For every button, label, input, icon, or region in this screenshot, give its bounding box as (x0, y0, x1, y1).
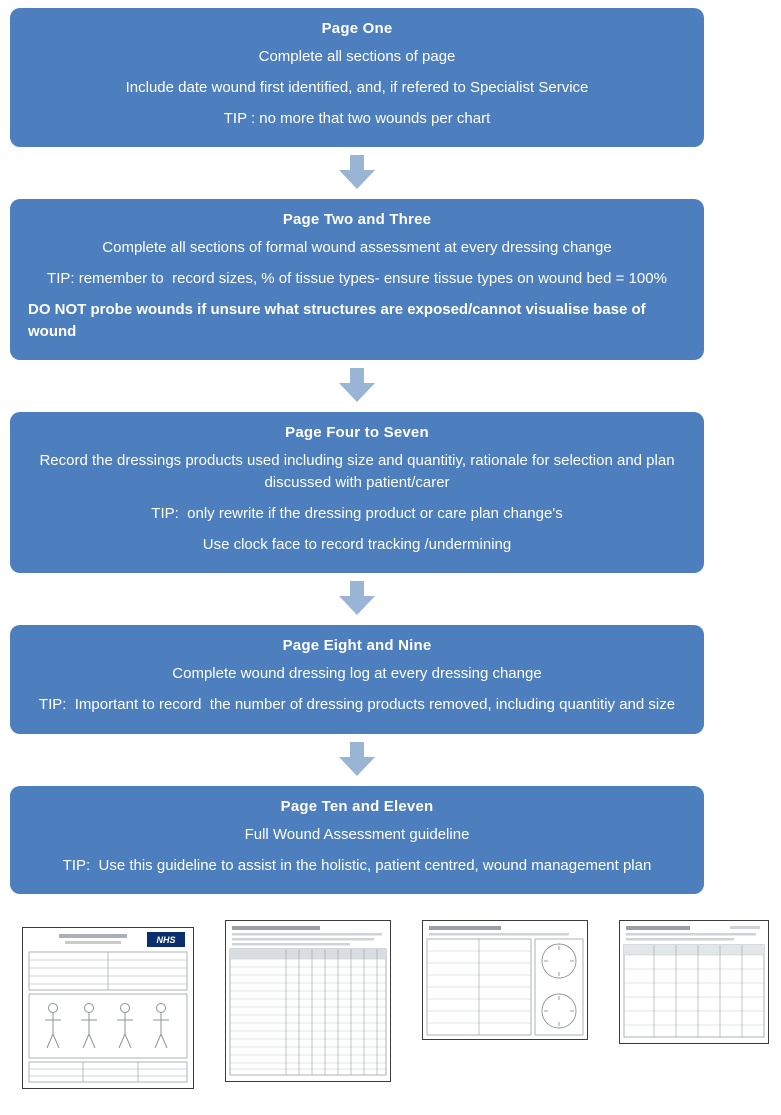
down-arrow-icon (339, 368, 375, 403)
box-title: Page Two and Three (282, 211, 432, 229)
flow-box-page-four-seven: Page Four to Seven Record the dressings … (10, 412, 704, 574)
thumbnail-dressing-plan-page (422, 920, 588, 1041)
box-title: Page Four to Seven (285, 424, 429, 442)
down-arrow-icon (339, 741, 375, 776)
flow-box-page-ten-eleven: Page Ten and Eleven Full Wound Assessmen… (10, 785, 704, 895)
box-line: Include date wound first identified, and… (125, 78, 589, 96)
assessment-grid-page-image (226, 921, 390, 1082)
flow-arrow-4 (0, 741, 714, 778)
flow-box-page-eight-nine: Page Eight and Nine Complete wound dress… (10, 625, 704, 734)
flowchart: Page One Complete all sections of page I… (0, 8, 714, 895)
box-line: Complete wound dressing log at every dre… (172, 665, 542, 683)
flow-arrow-3 (0, 581, 714, 617)
flow-arrow-1 (0, 155, 714, 191)
box-title: Page Eight and Nine (282, 637, 432, 655)
nhs-logo (147, 932, 185, 948)
flow-box-page-one: Page One Complete all sections of page I… (10, 8, 704, 148)
box-title: Page One (321, 20, 393, 37)
dressing-plan-page-image (423, 921, 587, 1040)
box-line: Full Wound Assessment guideline (244, 825, 470, 843)
box-line: TIP: only rewrite if the dressing produc… (151, 504, 563, 522)
box-line: TIP: Important to record the number of d… (38, 696, 676, 713)
box-title: Page Ten and Eleven (280, 797, 434, 815)
box-line: TIP: Use this guideline to assist in the… (62, 856, 652, 874)
box-line: Complete all sections of page (258, 48, 456, 65)
assessment-front-page-image: NHS (23, 928, 193, 1089)
down-arrow-icon (339, 155, 375, 190)
thumbnail-assessment-grid-page (225, 920, 391, 1083)
thumbnail-assessment-front-page: NHS (22, 927, 194, 1090)
clock-face-icons (541, 943, 577, 1029)
box-line: TIP : no more that two wounds per chart (223, 109, 491, 127)
box-line: Use clock face to record tracking /under… (202, 535, 512, 553)
box-line: TIP: remember to record sizes, % of tiss… (47, 270, 667, 287)
dressing-log-page-image (620, 921, 768, 1044)
box-line: Record the dressings products used inclu… (39, 452, 679, 491)
flow-arrow-2 (0, 368, 714, 404)
form-thumbnails-row: NHS (22, 920, 781, 1090)
body-map-figures (45, 1003, 169, 1049)
nhs-logo-text: NHS (156, 935, 175, 945)
box-line: Complete all sections of formal wound as… (102, 239, 612, 257)
thumbnail-dressing-log-page (619, 920, 769, 1045)
flow-box-page-two-three: Page Two and Three Complete all sections… (10, 199, 704, 361)
box-warning-line: DO NOT probe wounds if unsure what struc… (28, 300, 650, 340)
down-arrow-icon (339, 581, 375, 616)
